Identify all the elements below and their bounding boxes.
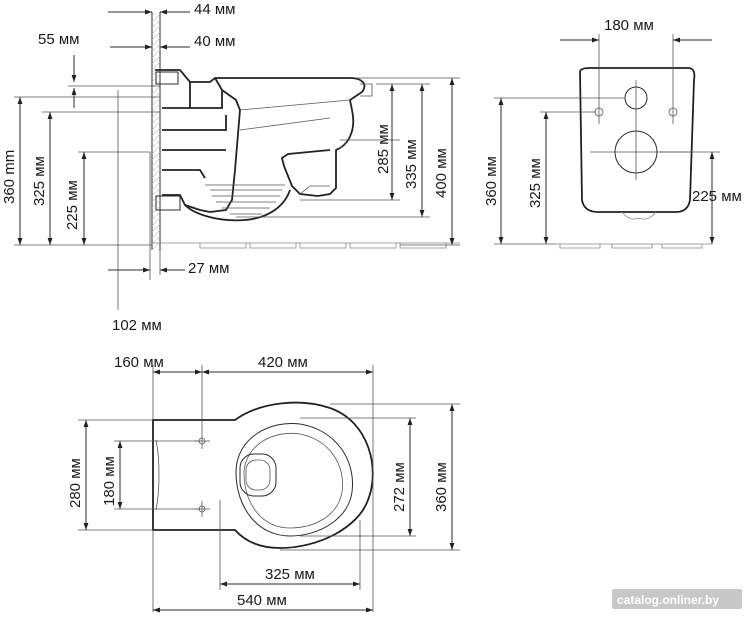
mount-holes-top bbox=[194, 433, 210, 517]
dim-160: 160 мм bbox=[114, 354, 164, 371]
dim-180-top: 180 мм bbox=[101, 456, 118, 506]
dim-400: 400 мм bbox=[433, 148, 450, 198]
dim-540: 540 мм bbox=[237, 592, 287, 609]
toilet-body-side bbox=[155, 69, 373, 222]
floor bbox=[152, 242, 460, 249]
dim-335: 335 мм bbox=[403, 139, 420, 189]
dim-44: 44 мм bbox=[194, 1, 235, 18]
drain-outline bbox=[239, 453, 277, 497]
dim-360-side: 360 mm bbox=[1, 150, 18, 204]
wall bbox=[151, 12, 161, 250]
dim-420: 420 мм bbox=[258, 354, 308, 371]
top-view: 160 мм 420 мм 280 мм 180 мм 272 мм 360 м… bbox=[67, 354, 460, 613]
watermark-text: catalog.onliner.by bbox=[617, 593, 719, 607]
dim-285: 285 мм bbox=[375, 124, 392, 174]
dim-360-front: 360 мм bbox=[483, 156, 500, 206]
front-view: 180 мм 360 мм 325 мм 225 мм bbox=[483, 17, 742, 249]
dim-55: 55 мм bbox=[38, 31, 79, 48]
toilet-body-front bbox=[579, 67, 696, 213]
dim-280: 280 мм bbox=[67, 458, 84, 508]
dim-325-side: 325 мм bbox=[31, 156, 48, 206]
dim-225-front: 225 мм bbox=[692, 188, 742, 205]
dim-360-top: 360 мм bbox=[433, 462, 450, 512]
dim-272: 272 мм bbox=[391, 462, 408, 512]
dim-27: 27 мм bbox=[188, 260, 229, 277]
dim-102: 102 мм bbox=[112, 317, 162, 334]
side-view: 44 мм 40 мм 55 мм 360 mm 325 мм 225 мм 2… bbox=[1, 1, 460, 334]
watermark: catalog.onliner.by bbox=[612, 589, 742, 609]
dim-325-front: 325 мм bbox=[527, 158, 544, 208]
dim-225-side: 225 мм bbox=[64, 180, 81, 230]
toilet-body-top bbox=[152, 401, 374, 549]
dim-325-top: 325 мм bbox=[265, 566, 315, 583]
dim-180-front: 180 мм bbox=[604, 17, 654, 34]
dim-40: 40 мм bbox=[194, 33, 235, 50]
